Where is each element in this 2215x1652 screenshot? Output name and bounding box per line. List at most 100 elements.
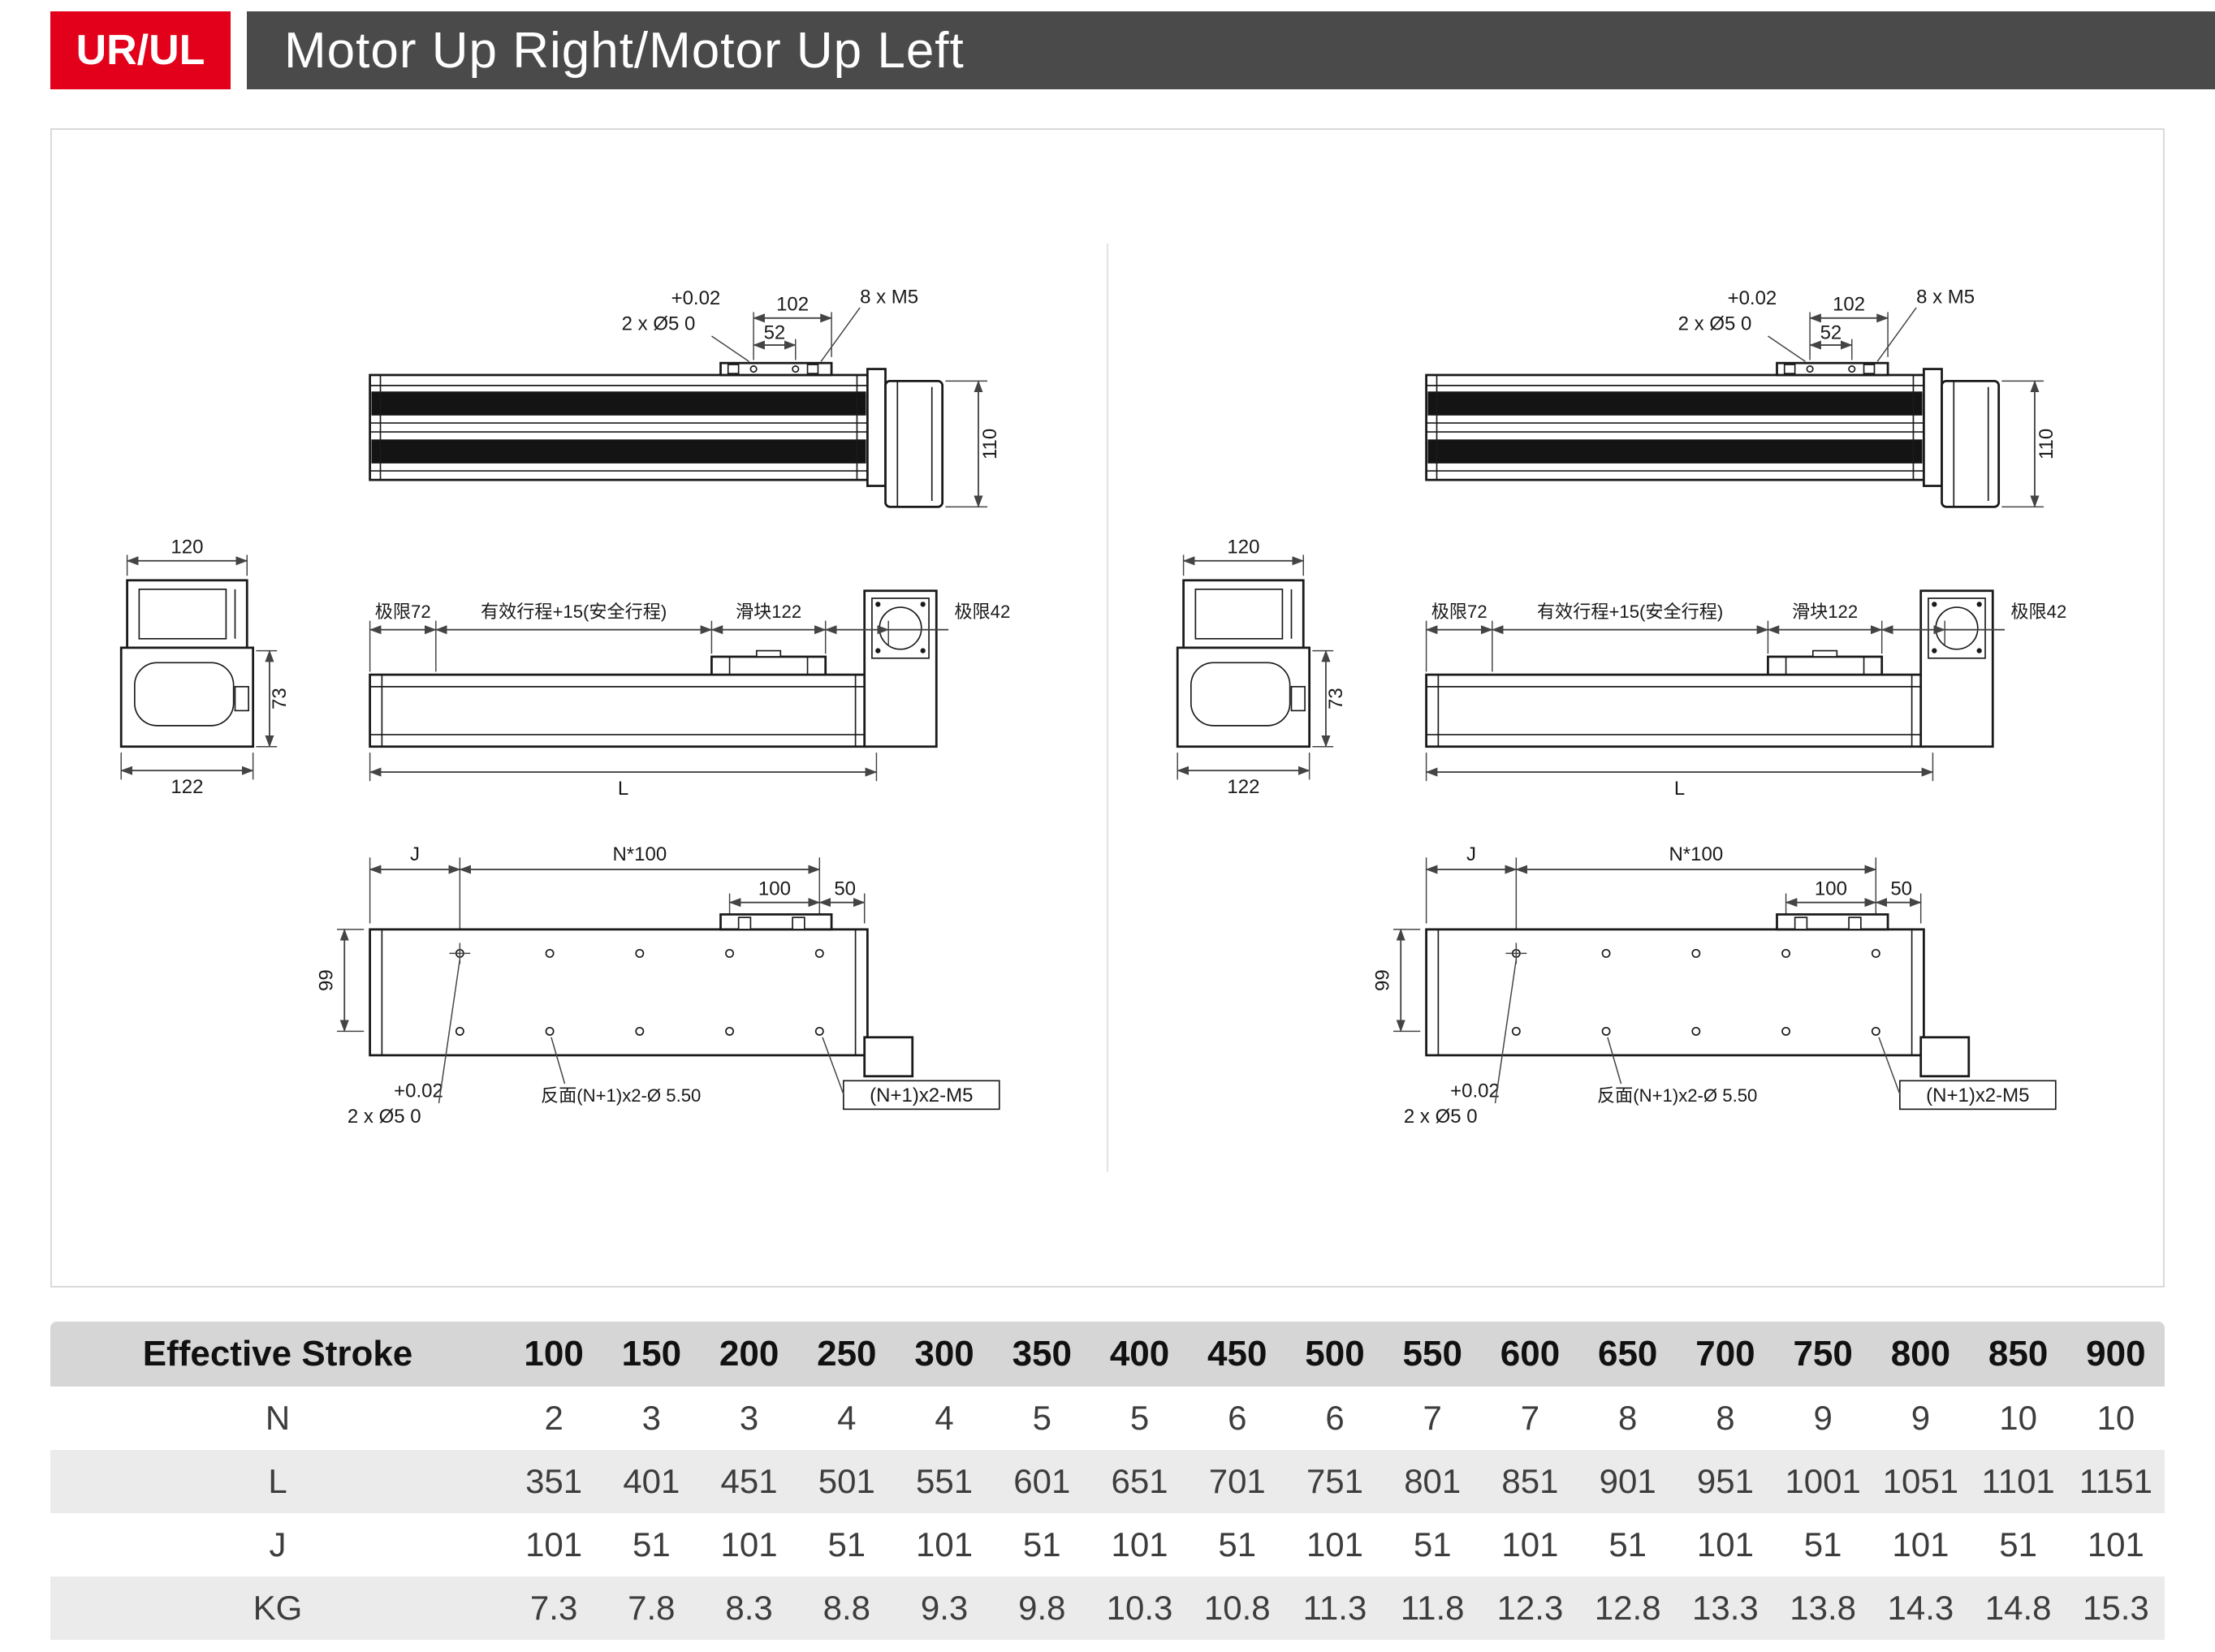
topview-hole-callout: 2 x Ø5 0 bbox=[621, 313, 695, 335]
dim-J-label: J bbox=[1466, 843, 1475, 865]
dim-100-label: 100 bbox=[758, 878, 790, 900]
table-cell: 51 bbox=[1384, 1513, 1482, 1577]
table-cell: 801 bbox=[1384, 1450, 1482, 1513]
table-cell: 9.8 bbox=[993, 1577, 1091, 1640]
table-cell: 451 bbox=[700, 1450, 798, 1513]
table-cell: 1051 bbox=[1872, 1450, 1970, 1513]
table-cell: 8 bbox=[1676, 1387, 1775, 1450]
table-cell: 8.3 bbox=[700, 1577, 798, 1640]
table-header-stroke-cell: 850 bbox=[1969, 1322, 2067, 1387]
table-header-stroke-cell: 800 bbox=[1872, 1322, 1970, 1387]
dim-L-label: L bbox=[1673, 778, 1684, 800]
table-header-stroke-cell: 650 bbox=[1578, 1322, 1677, 1387]
dim-100-label: 100 bbox=[1814, 878, 1846, 900]
table-cell: 4 bbox=[797, 1387, 896, 1450]
table-cell: 10.3 bbox=[1090, 1577, 1189, 1640]
dim-122-label: 122 bbox=[1227, 776, 1259, 798]
table-cell: 551 bbox=[895, 1450, 994, 1513]
table-cell: 101 bbox=[1285, 1513, 1384, 1577]
dim-122-label: 122 bbox=[171, 776, 203, 798]
table-cell: 51 bbox=[602, 1513, 701, 1577]
dim-73-label: 73 bbox=[1325, 688, 1347, 710]
table-cell: 13.8 bbox=[1774, 1577, 1872, 1640]
technical-drawing: +0.02 2 x Ø5 0 102 52 8 x M5 110 bbox=[119, 287, 1010, 1128]
table-cell: 701 bbox=[1188, 1450, 1286, 1513]
table-header-stroke-cell: 750 bbox=[1774, 1322, 1872, 1387]
table-cell: 101 bbox=[700, 1513, 798, 1577]
drawing-motor-up-left: +0.02 2 x Ø5 0 102 52 8 x M5 110 bbox=[1108, 258, 2163, 1157]
table-cell: 12.3 bbox=[1481, 1577, 1579, 1640]
table-cell: 1101 bbox=[1969, 1450, 2067, 1513]
dim-99-label: 99 bbox=[315, 970, 337, 992]
table-cell: 101 bbox=[1872, 1513, 1970, 1577]
table-header-stroke-cell: 450 bbox=[1188, 1322, 1286, 1387]
limit-left-label: 极限72 bbox=[374, 602, 430, 622]
table-header-stroke-cell: 300 bbox=[895, 1322, 994, 1387]
table-cell: 7 bbox=[1384, 1387, 1482, 1450]
table-header-effective-stroke: Effective Stroke bbox=[50, 1322, 505, 1387]
row-label: KG bbox=[50, 1577, 505, 1640]
dim-52-label: 52 bbox=[763, 322, 785, 344]
table-cell: 11.8 bbox=[1384, 1577, 1482, 1640]
table-cell: 9.3 bbox=[895, 1577, 994, 1640]
table-cell: 7 bbox=[1481, 1387, 1579, 1450]
table-header-stroke-cell: 600 bbox=[1481, 1322, 1579, 1387]
dim-N100-label: N*100 bbox=[612, 843, 667, 865]
dim-52-label: 52 bbox=[1820, 322, 1842, 344]
table-cell: 9 bbox=[1774, 1387, 1872, 1450]
limit-right-label: 极限42 bbox=[954, 602, 1010, 622]
bottomview-tolerance-label: +0.02 bbox=[394, 1080, 443, 1102]
topview-hole-callout: 2 x Ø5 0 bbox=[1677, 313, 1751, 335]
table-cell: 51 bbox=[1188, 1513, 1286, 1577]
table-cell: 11.3 bbox=[1285, 1577, 1384, 1640]
table-cell: 101 bbox=[1090, 1513, 1189, 1577]
slider-label: 滑块122 bbox=[735, 602, 801, 622]
table-cell: 2 bbox=[505, 1387, 603, 1450]
row-label: L bbox=[50, 1450, 505, 1513]
drawing-motor-up-right: +0.02 2 x Ø5 0 102 52 8 x M5 110 bbox=[52, 258, 1107, 1157]
table-header-stroke-cell: 700 bbox=[1676, 1322, 1775, 1387]
table-cell: 401 bbox=[602, 1450, 701, 1513]
effective-stroke-label: 有效行程+15(安全行程) bbox=[480, 602, 666, 622]
table-cell: 3 bbox=[700, 1387, 798, 1450]
table-header-stroke-cell: 250 bbox=[797, 1322, 896, 1387]
table-cell: 501 bbox=[797, 1450, 896, 1513]
table-cell: 8 bbox=[1578, 1387, 1677, 1450]
table-cell: 10 bbox=[2066, 1387, 2165, 1450]
dim-50-label: 50 bbox=[834, 878, 856, 900]
table-header-stroke-cell: 200 bbox=[700, 1322, 798, 1387]
table-cell: 51 bbox=[1578, 1513, 1677, 1577]
side-view: 120 73 122 bbox=[119, 537, 1010, 800]
table-cell: 9 bbox=[1872, 1387, 1970, 1450]
table-cell: 5 bbox=[993, 1387, 1091, 1450]
top-view: +0.02 2 x Ø5 0 102 52 8 x M5 110 bbox=[1424, 287, 2057, 509]
limit-right-label: 极限42 bbox=[2010, 602, 2066, 622]
dim-50-label: 50 bbox=[1890, 878, 1912, 900]
table-cell: 14.8 bbox=[1969, 1577, 2067, 1640]
dim-73-label: 73 bbox=[269, 688, 291, 710]
table-cell: 951 bbox=[1676, 1450, 1775, 1513]
table-cell: 10 bbox=[1969, 1387, 2067, 1450]
table-header-stroke-cell: 400 bbox=[1090, 1322, 1189, 1387]
table-cell: 15.3 bbox=[2066, 1577, 2165, 1640]
table-cell: 101 bbox=[1676, 1513, 1775, 1577]
table-cell: 651 bbox=[1090, 1450, 1189, 1513]
dim-102-label: 102 bbox=[776, 294, 809, 316]
table-cell: 4 bbox=[895, 1387, 994, 1450]
table-cell: 901 bbox=[1578, 1450, 1677, 1513]
m5-thread-callout: (N+1)x2-M5 bbox=[1926, 1085, 2029, 1106]
technical-drawing: +0.02 2 x Ø5 0 102 52 8 x M5 110 bbox=[1176, 287, 2066, 1128]
panel-divider bbox=[1107, 244, 1108, 1172]
table-cell: 351 bbox=[505, 1450, 603, 1513]
table-cell: 51 bbox=[1969, 1513, 2067, 1577]
bottom-view: J N*100 100 50 bbox=[1371, 843, 2057, 1128]
bottomview-hole-callout: 2 x Ø5 0 bbox=[347, 1106, 421, 1128]
dim-L-label: L bbox=[617, 778, 628, 800]
table-cell: 8.8 bbox=[797, 1577, 896, 1640]
table-cell: 51 bbox=[993, 1513, 1091, 1577]
table-header-stroke-cell: 150 bbox=[602, 1322, 701, 1387]
table-cell: 101 bbox=[895, 1513, 994, 1577]
